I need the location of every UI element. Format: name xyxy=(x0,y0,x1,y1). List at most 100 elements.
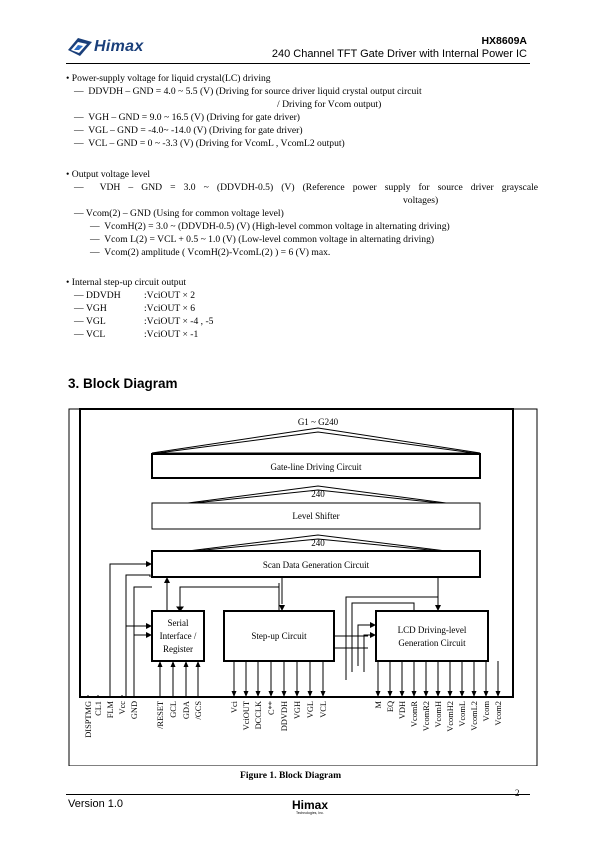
gate-line-driving-label: Gate-line Driving Circuit xyxy=(271,462,362,472)
pin-arrow xyxy=(459,691,465,697)
pin-arrow xyxy=(495,691,501,697)
pin-label-disptmg: DISPTMG xyxy=(84,701,93,738)
bullet-line: — Vcom(2) amplitude ( VcomH(2)-VcomL(2) … xyxy=(90,247,331,258)
pin-label-vcomr: VcomR xyxy=(410,701,419,727)
pin-arrow xyxy=(307,691,313,697)
bullet-title: • Internal step-up circuit output xyxy=(66,277,187,288)
lcd-label-1: LCD Driving-level xyxy=(398,625,467,635)
figure-caption: Figure 1. Block Diagram xyxy=(240,770,342,781)
pin-label-reset: /RESET xyxy=(156,701,165,729)
pin-label-gnd: GND xyxy=(130,701,139,719)
pin-arrow xyxy=(375,691,381,697)
document-subtitle: 240 Channel TFT Gate Driver with Interna… xyxy=(271,48,527,60)
pin-arrow xyxy=(483,691,489,697)
pin-arrow xyxy=(281,691,287,697)
pin-label-gcl: GCL xyxy=(169,701,178,718)
bullet-line: — VGH – GND = 9.0 ~ 16.5 (V) (Driving fo… xyxy=(74,112,300,123)
bullet-stepup-output: • Internal step-up circuit output — DDVD… xyxy=(66,276,213,341)
pin-arrow xyxy=(435,691,441,697)
serial-label-2: Interface / xyxy=(160,631,197,641)
pin-label-c: C** xyxy=(267,701,276,715)
section-title: 3. Block Diagram xyxy=(68,376,178,391)
pin-label-vcomh: VcomH xyxy=(434,701,443,728)
pin-label-gda: GDA xyxy=(182,701,191,719)
page-number: 2 xyxy=(515,788,520,798)
footer-brand-name: Himax xyxy=(291,798,329,812)
pin-label-vcl: VCL xyxy=(319,701,328,718)
bullet-line: — Vcom(2) – GND (Using for common voltag… xyxy=(74,208,284,219)
pin-arrow xyxy=(399,691,405,697)
output-bus-label: G1 ~ G240 xyxy=(298,417,339,427)
pin-label-vcom: Vcom xyxy=(482,701,491,722)
pin-label-eq: EQ xyxy=(386,701,395,712)
output-bus-fan xyxy=(151,427,481,454)
bullet-line: — VcomH(2) = 3.0 ~ (DDVDH-0.5) (V) (High… xyxy=(90,221,450,232)
himax-logo-icon xyxy=(68,38,92,56)
version-label: Version 1.0 xyxy=(68,798,124,810)
bullet-line: — VDH – GND = 3.0 ~ (DDVDH-0.5) (V) (Ref… xyxy=(74,182,538,193)
header-rule xyxy=(66,63,530,64)
pin-arrow xyxy=(255,691,261,697)
pin-arrow xyxy=(447,691,453,697)
lcd-label-2: Generation Circuit xyxy=(398,638,466,648)
step-up-label: Step-up Circuit xyxy=(251,631,307,641)
bullet-line: — VCL – GND = 0 ~ -3.3 (V) (Driving for … xyxy=(74,138,345,149)
pin-label-ddvdh: DDVDH xyxy=(280,701,289,731)
stepup-row: — DDVDH:VciOUT × 2 xyxy=(74,290,196,301)
pin-label-vcoml2: VcomL2 xyxy=(470,701,479,731)
level-shifter-label: Level Shifter xyxy=(292,511,339,521)
bus-width-label-2: 240 xyxy=(311,538,325,548)
pin-arrow xyxy=(231,691,237,697)
bullet-line: — VGL – GND = -4.0~ -14.0 (V) (Driving f… xyxy=(74,125,303,136)
pin-arrow xyxy=(387,691,393,697)
stepup-row: — VCL:VciOUT × -1 xyxy=(74,329,199,340)
bullet-line: — DDVDH – GND = 4.0 ~ 5.5 (V) (Driving f… xyxy=(74,86,422,97)
scan-data-label: Scan Data Generation Circuit xyxy=(263,560,370,570)
bullet-line-cont: voltages) xyxy=(403,195,439,206)
footer-rule xyxy=(66,794,530,795)
pin-label-vcoml: VcomL xyxy=(458,701,467,727)
level-shifter-block xyxy=(151,502,481,530)
part-number: HX8609A xyxy=(481,35,527,47)
pin-label-vgl: VGL xyxy=(306,701,315,718)
pin-arrow xyxy=(183,661,189,667)
bullet-output-voltage: • Output voltage level — VDH – GND = 3.0… xyxy=(66,168,538,259)
pin-arrow xyxy=(157,661,163,667)
serial-interface-block xyxy=(151,610,205,662)
pin-label-vcom2: Vcom2 xyxy=(494,701,503,726)
lcd-driving-level-block xyxy=(375,610,489,662)
stepup-row: — VGL:VciOUT × -4 , -5 xyxy=(74,316,214,327)
pin-arrow xyxy=(423,691,429,697)
bullet-title: • Output voltage level xyxy=(66,169,151,180)
pin-arrow xyxy=(471,691,477,697)
pin-label-cl1: CL1 xyxy=(94,701,103,716)
pin-label-dcclk: DCCLK xyxy=(254,701,263,729)
logo: Himax xyxy=(66,32,176,60)
pin-arrow xyxy=(411,691,417,697)
step-up-block xyxy=(223,610,335,662)
pin-arrow xyxy=(170,661,176,667)
pin-label-vciout: VciOUT xyxy=(242,701,251,730)
block-diagram: G1 ~ G240 Gate-line Driving Circuit 240 … xyxy=(68,408,538,766)
pin-label-vcomh2: VcomH2 xyxy=(446,701,455,732)
pin-label-vcomr2: VcomR2 xyxy=(422,701,431,731)
pin-arrow xyxy=(243,691,249,697)
bullet-power-supply: • Power-supply voltage for liquid crysta… xyxy=(66,72,422,150)
logo-text: Himax xyxy=(94,38,144,55)
footer-brand-sub: Technologies, Inc. xyxy=(295,811,325,815)
bus-width-label-1: 240 xyxy=(311,489,325,499)
pin-label-vdh: VDH xyxy=(398,701,407,719)
stepup-row: — VGH:VciOUT × 6 xyxy=(74,303,196,314)
pin-label-vci: Vci xyxy=(230,700,239,713)
pin-label-vcc: Vcc xyxy=(118,701,127,715)
bullet-line: — Vcom L(2) = VCL + 0.5 ~ 1.0 (V) (Low-l… xyxy=(90,234,435,245)
pin-arrow xyxy=(268,691,274,697)
internal-connections xyxy=(109,561,441,697)
pin-arrow xyxy=(195,661,201,667)
pin-label-m: M xyxy=(374,700,383,708)
pin-arrow xyxy=(294,691,300,697)
gate-line-driving-block xyxy=(151,453,481,479)
serial-label-1: Serial xyxy=(168,618,189,628)
footer-brand: Himax Technologies, Inc. xyxy=(270,798,350,815)
